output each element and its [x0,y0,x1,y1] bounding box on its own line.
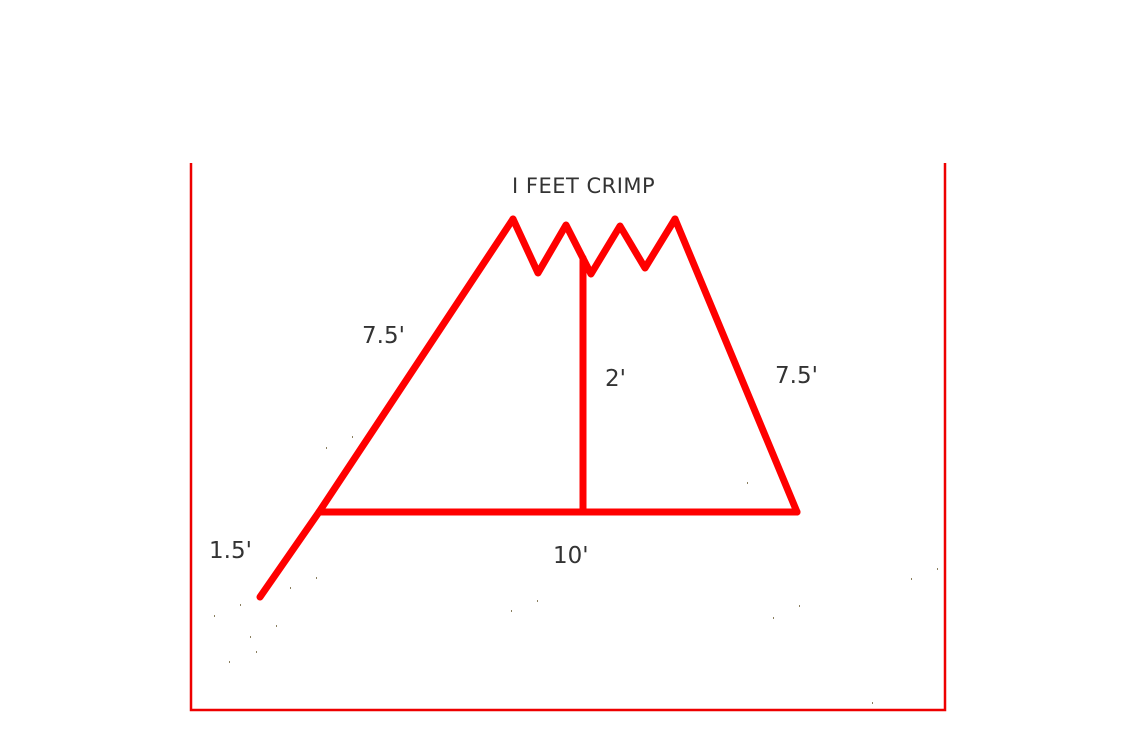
left-side-line [256,215,517,601]
right-side-label: 7.5' [775,363,818,389]
crimp-profile [256,215,801,601]
left-side-label: 7.5' [362,323,405,349]
right-side-line [671,215,801,516]
flange-label: 1.5' [209,538,252,564]
diagram-title: I FEET CRIMP [512,174,655,198]
height-label: 2' [605,366,626,392]
frame-border [189,163,947,712]
base-label: 10' [553,543,589,569]
scan-specks [214,436,938,704]
crimp-zigzag [509,215,679,278]
